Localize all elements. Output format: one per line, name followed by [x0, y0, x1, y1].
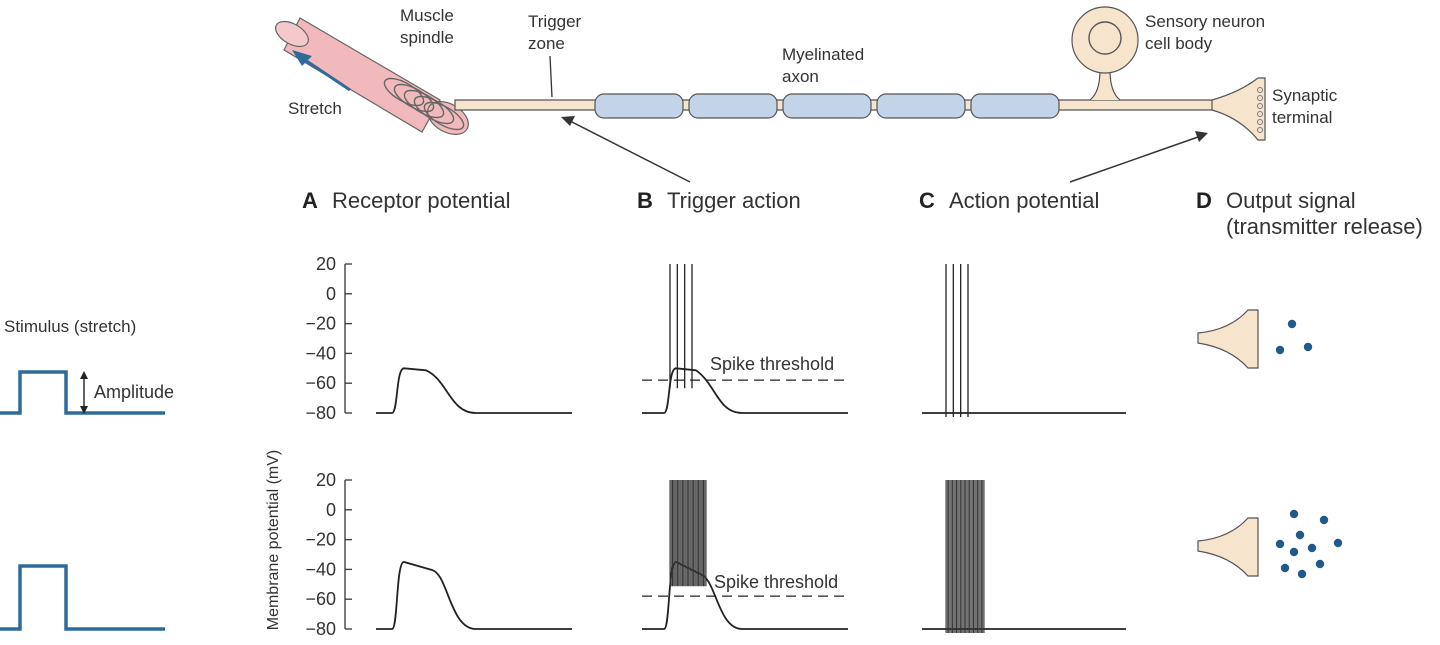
y-axis-tick-label: −60 — [305, 589, 336, 609]
y-axis-tick-label: −80 — [305, 403, 336, 423]
stretch-label: Stretch — [288, 99, 342, 118]
trigger-underlying-trace — [642, 367, 848, 414]
vesicle — [1289, 509, 1299, 519]
vesicle — [1289, 547, 1299, 557]
panel-d-letter: D — [1196, 188, 1212, 213]
y-axis-tick-label: 0 — [326, 284, 336, 304]
stimulus-label: Stimulus (stretch) — [4, 317, 136, 336]
pointer-arrows — [561, 116, 1208, 183]
y-axis-tick-label: 20 — [316, 254, 336, 274]
panel-b-title: Trigger action — [667, 188, 801, 213]
vesicle — [1333, 538, 1343, 548]
panel-c-letter: C — [919, 188, 935, 213]
threshold-label-2: Spike threshold — [714, 572, 838, 592]
vesicle — [1319, 515, 1329, 525]
receptor-potential-trace — [376, 367, 572, 414]
y-axes: 20 0 −20 −40 −60 −80 20 0 −20 −40 −60 −80 — [305, 254, 352, 639]
threshold-label-1: Spike threshold — [710, 354, 834, 374]
muscle-spindle-line2: spindle — [400, 28, 454, 47]
panel-b-letter: B — [637, 188, 653, 213]
traces — [376, 264, 1126, 633]
amplitude-label: Amplitude — [94, 382, 174, 402]
y-axis-tick-label: −40 — [305, 559, 336, 579]
vesicle — [1307, 543, 1317, 553]
panel-a-title: Receptor potential — [332, 188, 511, 213]
panel-d-title: Output signal — [1226, 188, 1356, 213]
trigger-underlying-trace — [642, 561, 848, 630]
panel-a-letter: A — [302, 188, 318, 213]
trigger-zone-leader — [549, 55, 553, 98]
vesicle — [1275, 539, 1285, 549]
myelin-sheaths — [594, 93, 1060, 119]
y-axis-tick-label: 20 — [316, 470, 336, 490]
y-axis-tick-label: −20 — [305, 314, 336, 334]
vesicle — [1315, 559, 1325, 569]
stimulus-trace-1 — [0, 370, 165, 415]
vesicle — [1287, 319, 1297, 329]
muscle-spindle-line1: Muscle — [400, 6, 454, 25]
stretch-arrow — [292, 50, 351, 92]
vesicle — [1303, 342, 1313, 352]
receptor-potential-trace — [376, 561, 572, 630]
y-axis-tick-label: −60 — [305, 373, 336, 393]
vesicle — [1275, 345, 1285, 355]
y-axis-label: Membrane potential (mV) — [265, 450, 282, 631]
vesicle — [1295, 530, 1305, 540]
output-terminal-1 — [1197, 309, 1259, 369]
panel-c-title: Action potential — [949, 188, 1099, 213]
panel-d-subtitle: (transmitter release) — [1226, 214, 1423, 239]
panel-headers: A Receptor potential B Trigger action C … — [302, 188, 1423, 239]
vesicle — [1280, 563, 1290, 573]
y-axis-tick-label: −80 — [305, 619, 336, 639]
muscle-spindle-label: Muscle spindle — [400, 6, 454, 47]
y-axis-tick-label: −40 — [305, 343, 336, 363]
stimulus-trace-2 — [0, 564, 165, 631]
amplitude-arrow — [80, 371, 88, 414]
vesicle — [1297, 569, 1307, 579]
output-terminal-2 — [1197, 517, 1259, 577]
y-axis-tick-label: 0 — [326, 500, 336, 520]
muscle-spindle — [275, 17, 469, 135]
y-axis-tick-label: −20 — [305, 530, 336, 550]
vesicles — [1275, 319, 1343, 579]
